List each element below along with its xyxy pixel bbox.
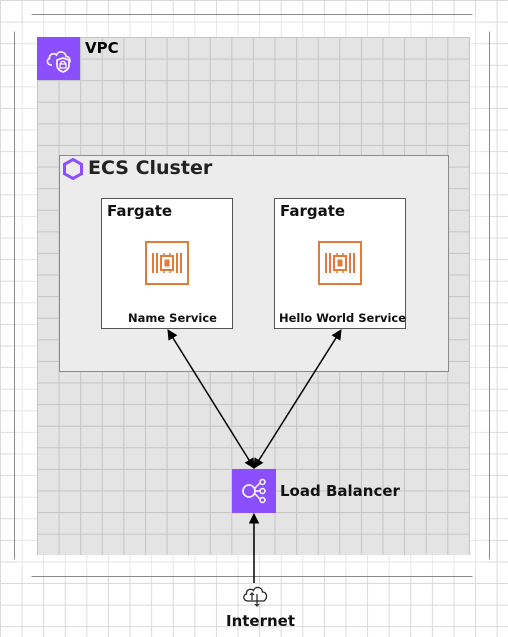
internet-cloud-icon	[240, 580, 270, 610]
service-name-label: Hello World Service	[279, 311, 407, 325]
fargate-label: Fargate	[280, 202, 346, 220]
fargate-chip-icon	[318, 241, 362, 285]
arrow-lb-to-hello-world-service	[253, 329, 342, 469]
internet-label: Internet	[226, 612, 296, 630]
arrow-lb-to-name-service	[167, 329, 255, 469]
service-name-label: Name Service	[128, 311, 217, 325]
load-balancer-icon	[232, 469, 276, 513]
vpc-label: VPC	[85, 39, 119, 57]
fargate-label: Fargate	[107, 202, 173, 220]
ecs-cluster-label: ECS Cluster	[88, 157, 213, 179]
vpc-cloud-shield-icon	[37, 37, 80, 80]
ecs-cluster-icon	[62, 157, 84, 181]
fargate-chip-icon	[145, 241, 189, 285]
load-balancer-label: Load Balancer	[280, 482, 400, 500]
